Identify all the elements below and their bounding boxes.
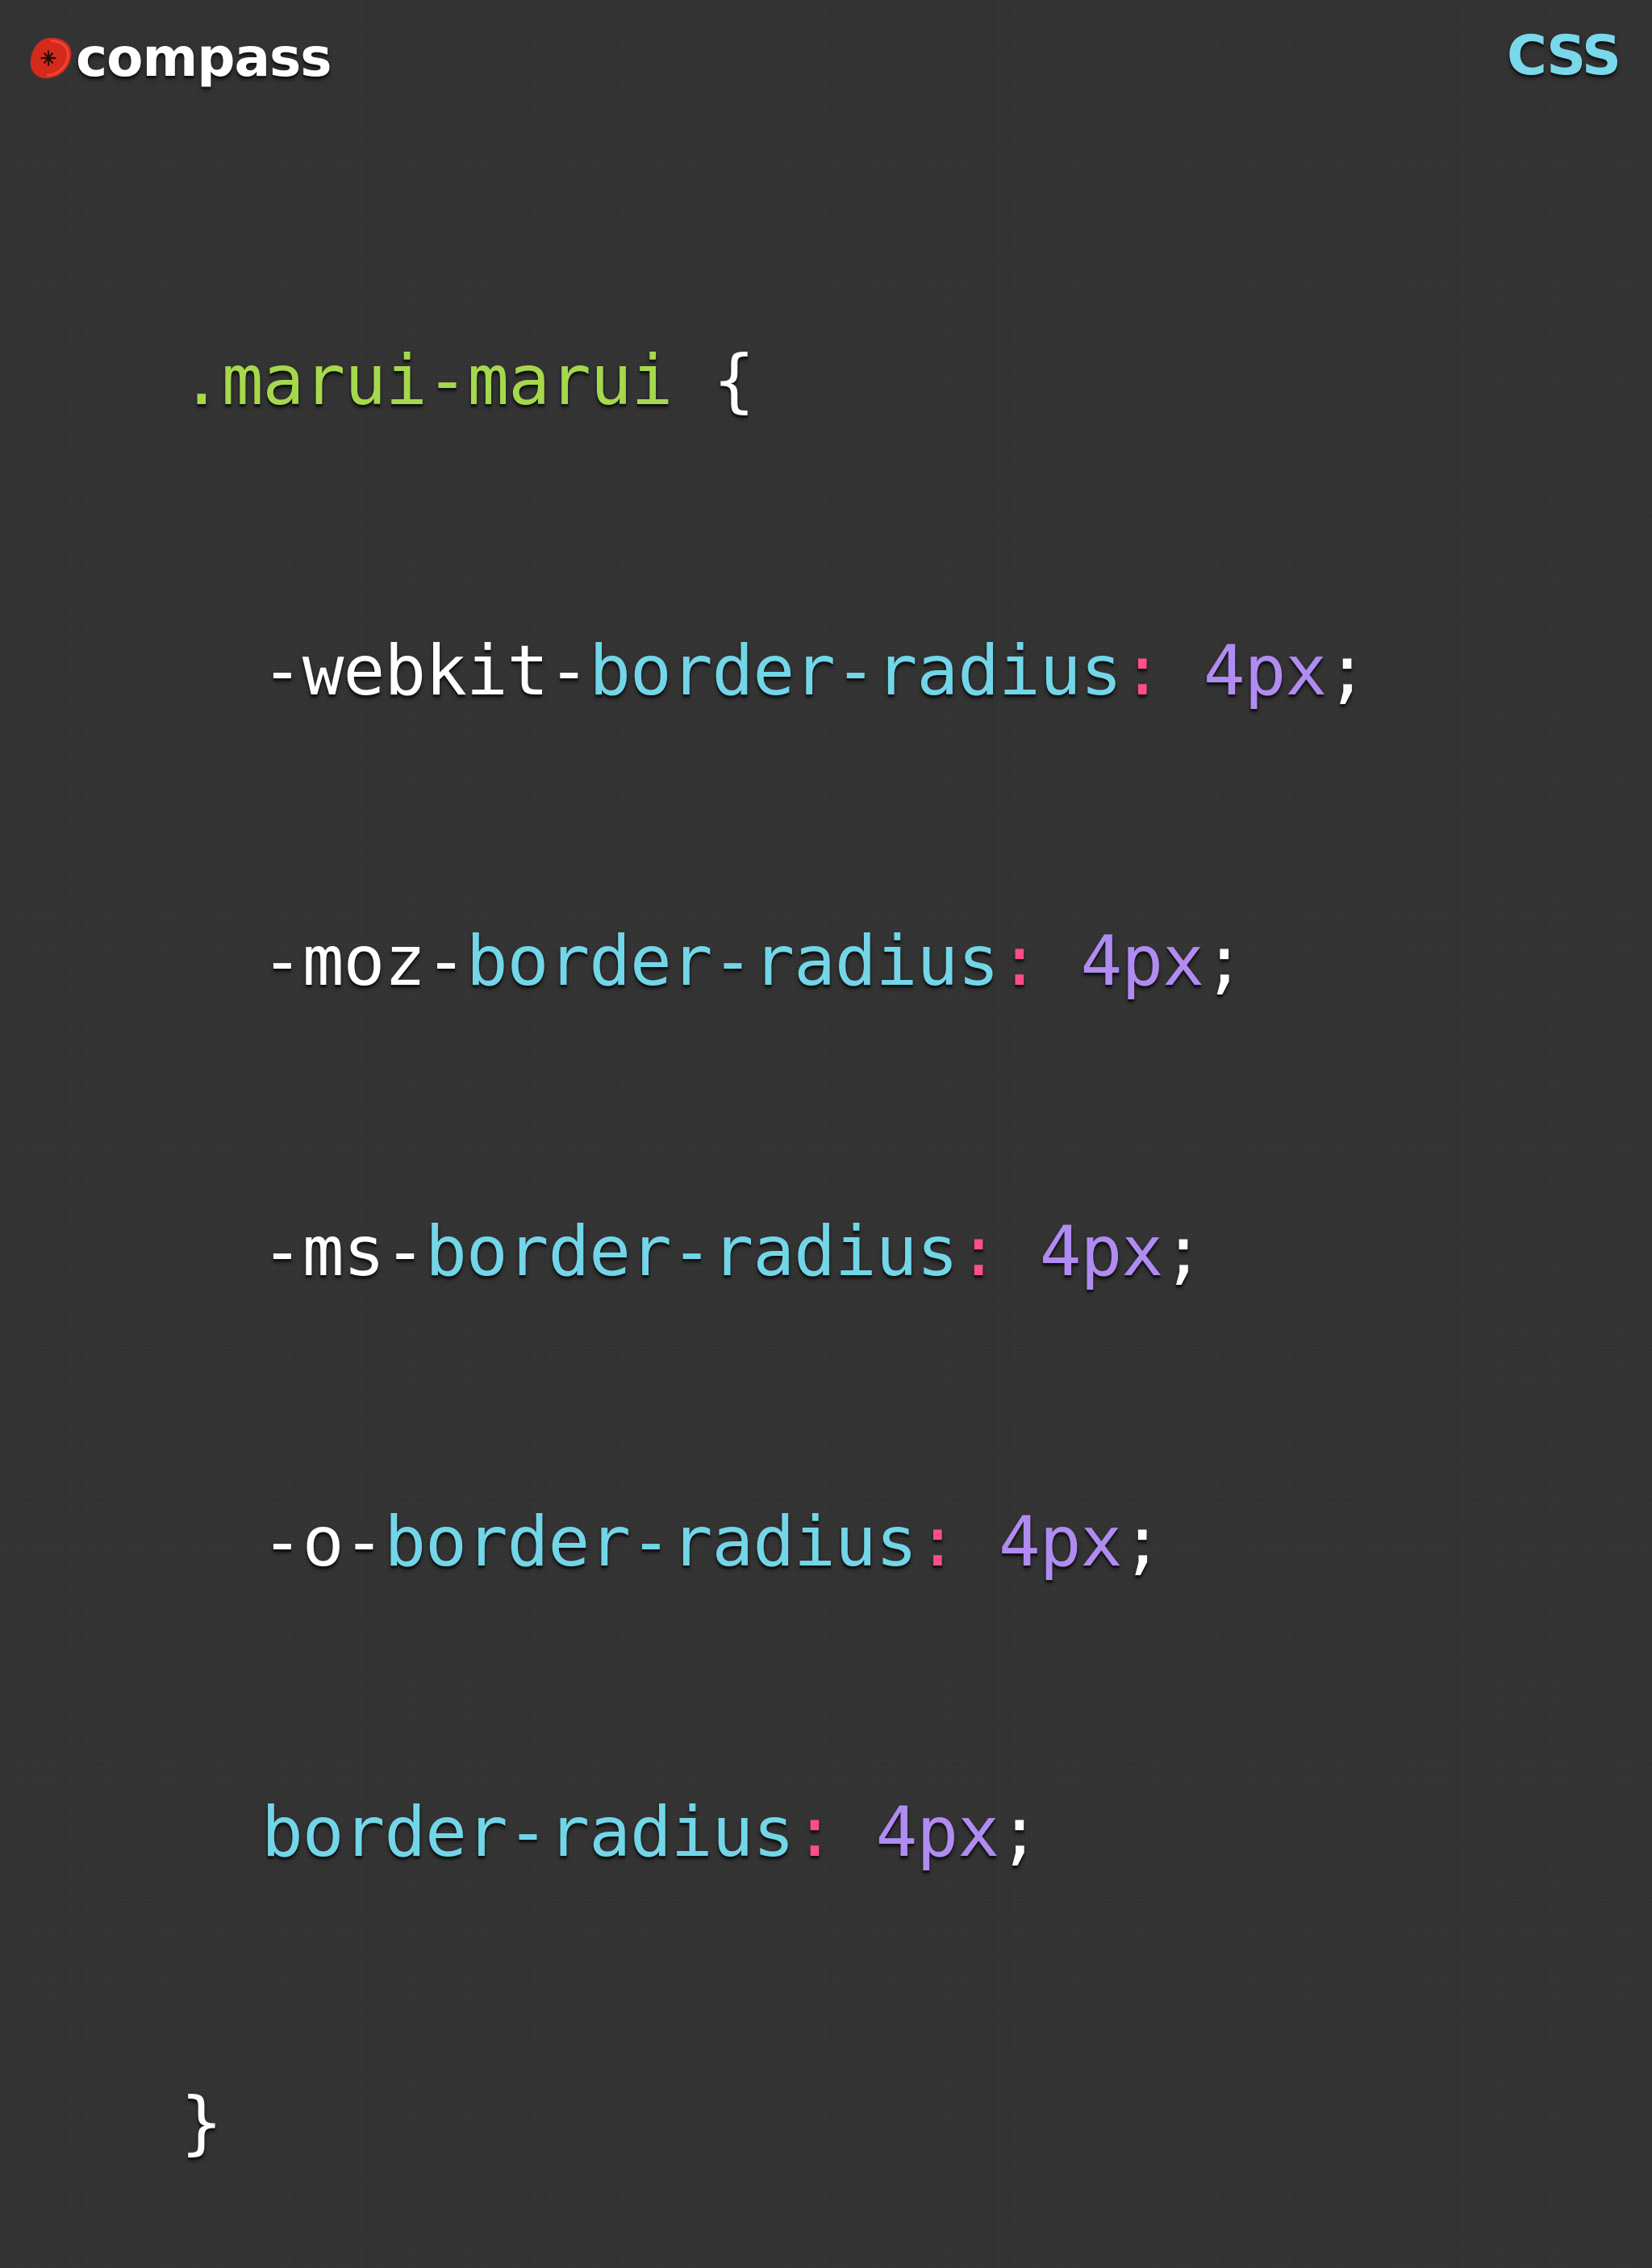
colon: : [998,921,1041,1002]
css-property: border-radius [465,921,999,1002]
css-value: 4px [999,1502,1122,1582]
code-line-closing: } [181,2074,1367,2171]
css-selector: .marui-marui [181,340,673,421]
semicolon: ; [1203,921,1245,1002]
brand-name: compass [76,27,332,89]
css-value: 4px [1039,1211,1163,1292]
css-property: border-radius [589,631,1122,711]
vendor-prefix: -webkit- [261,631,590,711]
css-value: 4px [1203,631,1327,711]
close-brace: } [181,2082,223,2163]
css-property: border-radius [384,1502,917,1582]
code-line-selector: .marui-marui { [181,332,1367,429]
compass-logo-icon [30,37,72,79]
vendor-prefix: -ms- [261,1211,426,1292]
vendor-prefix: -moz- [261,921,467,1002]
code-line-declaration: -webkit-border-radius: 4px; [181,623,1368,719]
language-label: CSS [1506,24,1621,88]
open-brace: { [713,340,755,421]
semicolon: ; [1162,1211,1204,1292]
code-line-declaration: -ms-border-radius: 4px; [181,1203,1367,1300]
css-value: 4px [875,1792,999,1873]
css-property: border-radius [425,1211,958,1292]
code-line-declaration: border-radius: 4px; [181,1784,1367,1881]
css-property: border-radius [261,1792,795,1873]
compass-brand: compass [27,27,332,89]
colon: : [1121,631,1163,711]
colon: : [916,1502,958,1582]
semicolon: ; [1326,631,1368,711]
code-line-declaration: -o-border-radius: 4px; [181,1494,1367,1591]
semicolon: ; [1121,1502,1163,1582]
code-block: .marui-marui { -webkit-border-radius: 4p… [181,139,1368,2268]
vendor-prefix: -o- [261,1502,385,1582]
colon: : [794,1792,836,1873]
code-line-declaration: -moz-border-radius: 4px; [181,913,1367,1010]
colon: : [957,1211,999,1292]
semicolon: ; [999,1792,1041,1873]
css-value: 4px [1080,921,1204,1002]
